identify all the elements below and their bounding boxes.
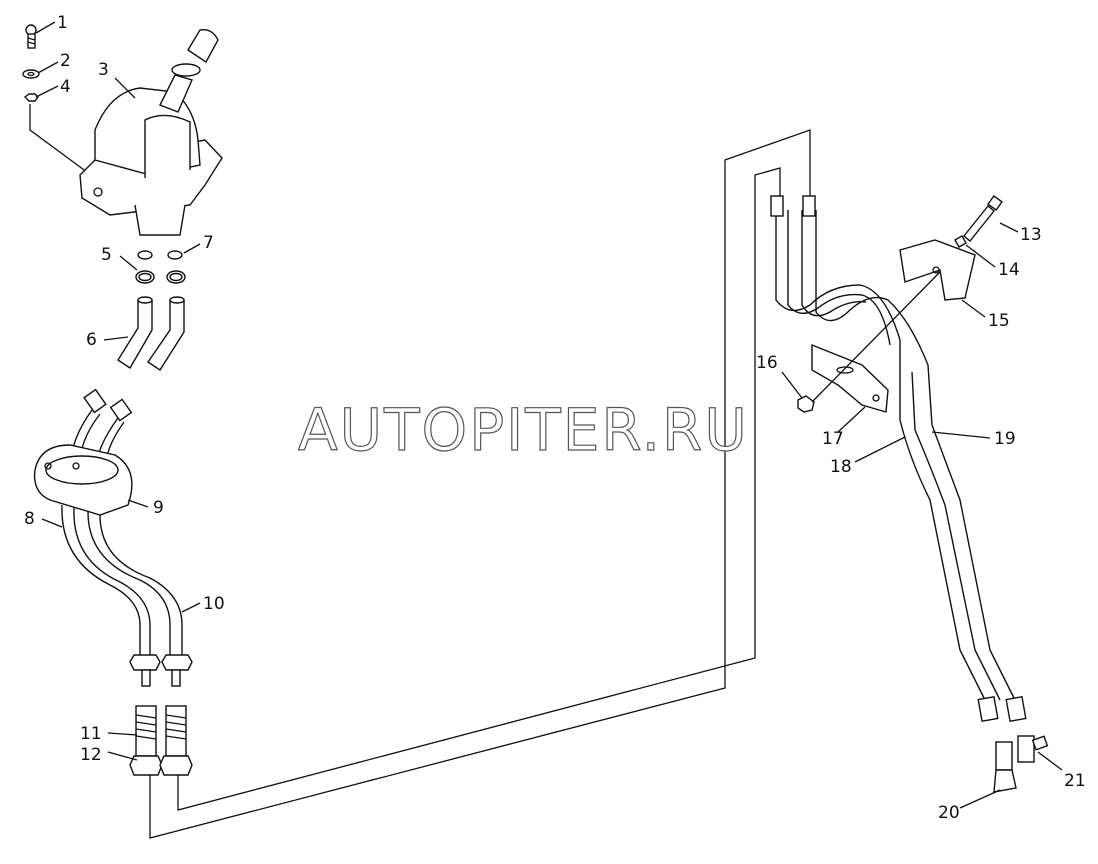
callout-19: 19: [994, 429, 1016, 449]
end-fittings-part-20-21: [977, 695, 1049, 793]
callout-3: 3: [98, 60, 109, 80]
tubes-part-8-10: [61, 504, 183, 655]
nut-part-4: [23, 93, 39, 102]
callout-15: 15: [988, 311, 1010, 331]
connecting-pipe-loop: [149, 129, 811, 839]
fittings-part-11-12: [129, 654, 193, 776]
washer-part-2: [22, 69, 40, 79]
callout-17: 17: [822, 429, 844, 449]
bolt-part-13: [963, 195, 1003, 242]
callout-14: 14: [998, 260, 1020, 280]
clamp-plate-part-17: [811, 343, 889, 413]
callout-5: 5: [101, 245, 112, 265]
callout-leaders: [35, 21, 1063, 809]
washer-part-14: [954, 235, 967, 248]
grommet-part-9: [33, 444, 133, 516]
callout-16: 16: [756, 353, 778, 373]
watermark-text: AUTOPITER.RU: [298, 396, 749, 464]
bracket-part-15: [899, 239, 976, 301]
callout-10: 10: [203, 594, 225, 614]
callout-9: 9: [153, 498, 164, 518]
tubes-part-18-19: [770, 195, 1016, 701]
callout-8: 8: [24, 509, 35, 529]
o-rings-part-5-7: [135, 250, 186, 284]
callout-18: 18: [830, 457, 852, 477]
tube-connectors: [83, 388, 133, 422]
nut-part-16: [797, 395, 815, 413]
callout-13: 13: [1020, 225, 1042, 245]
callout-11: 11: [80, 724, 102, 744]
callout-4: 4: [60, 77, 71, 97]
elbow-fittings-part-6: [117, 296, 185, 371]
valve-housing-part-3: [79, 29, 223, 236]
callout-21: 21: [1064, 771, 1086, 791]
callout-20: 20: [938, 803, 960, 823]
callout-12: 12: [80, 745, 102, 765]
callout-1: 1: [57, 13, 68, 33]
callout-2: 2: [60, 51, 71, 71]
callout-numbers: 1 2 3 4 5 6 7 8 9 10 11 12 13 14 15 16 1…: [24, 13, 1086, 823]
screw-part-1: [25, 24, 37, 49]
callout-7: 7: [203, 233, 214, 253]
callout-6: 6: [86, 330, 97, 350]
